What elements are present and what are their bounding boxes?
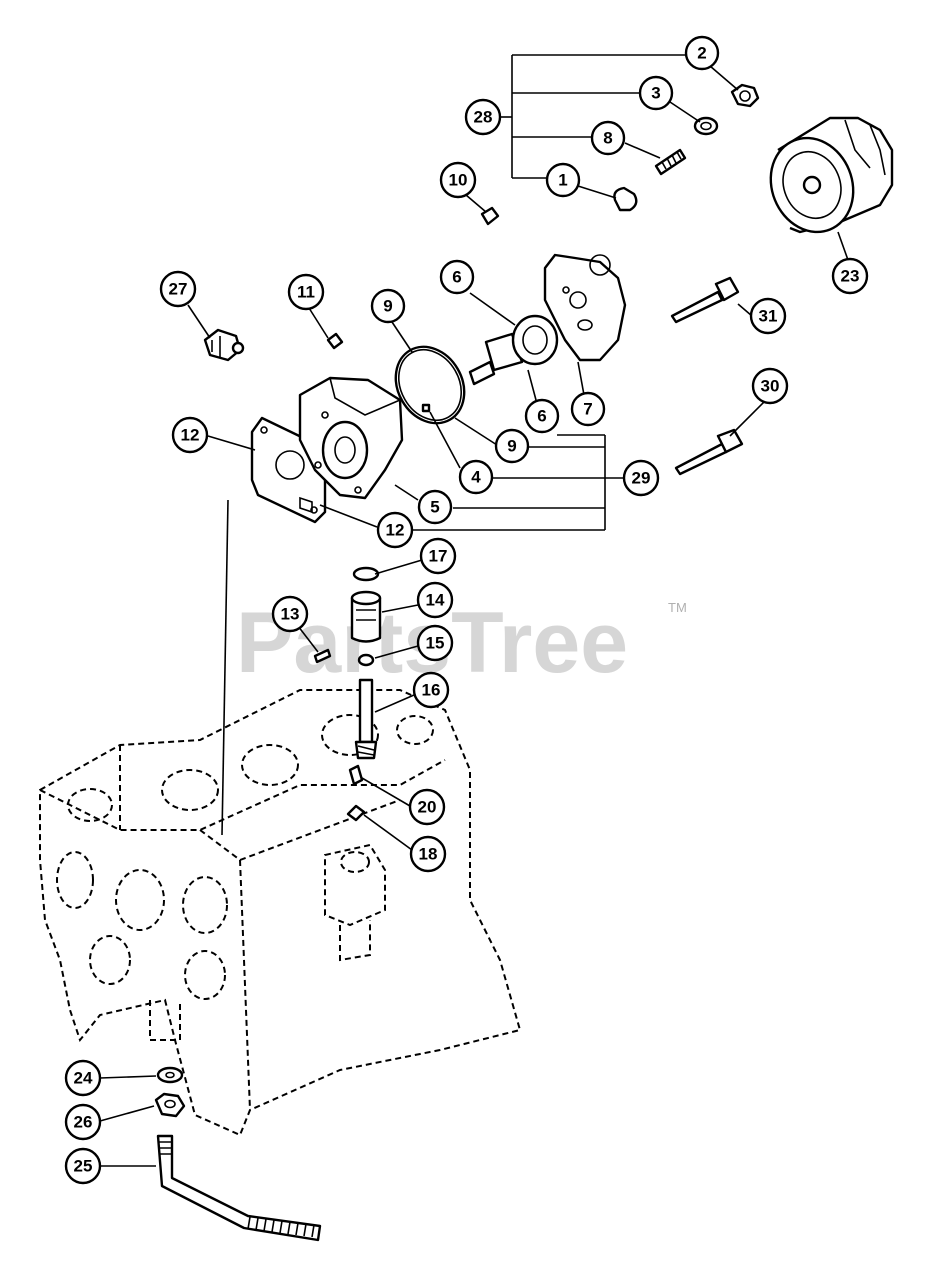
part-13-pin	[313, 648, 332, 664]
callout-12-lower[interactable]: 12	[376, 511, 414, 549]
svg-text:13: 13	[281, 605, 300, 624]
part-4-pin	[421, 403, 431, 413]
svg-text:6: 6	[452, 268, 461, 287]
part-7-pump-cover	[543, 253, 627, 362]
svg-text:17: 17	[429, 547, 448, 566]
callout-2[interactable]: 2	[684, 35, 720, 71]
callout-27[interactable]: 27	[159, 270, 197, 308]
callout-6-lower[interactable]: 6	[524, 398, 560, 434]
watermark-trademark: TM	[668, 600, 687, 615]
callout-14[interactable]: 14	[416, 581, 454, 619]
callout-15[interactable]: 15	[416, 624, 454, 662]
callout-31[interactable]: 31	[749, 297, 787, 335]
svg-text:20: 20	[418, 798, 437, 817]
part-6-rotor-shaft	[468, 314, 559, 386]
svg-text:23: 23	[841, 267, 860, 286]
callout-5[interactable]: 5	[417, 489, 453, 525]
callout-9-upper[interactable]: 9	[370, 288, 406, 324]
part-16-drive-shaft	[354, 678, 378, 760]
callout-20[interactable]: 20	[408, 788, 446, 826]
part-31-bolt	[670, 276, 740, 324]
part-23-oil-filter	[769, 116, 894, 234]
part-8-spring	[654, 148, 687, 176]
callout-13[interactable]: 13	[271, 595, 309, 633]
callout-9-lower[interactable]: 9	[494, 428, 530, 464]
callout-28[interactable]: 28	[464, 98, 502, 136]
svg-text:31: 31	[759, 307, 778, 326]
callout-6-upper[interactable]: 6	[439, 259, 475, 295]
svg-text:1: 1	[558, 171, 567, 190]
svg-text:8: 8	[603, 129, 612, 148]
alignment-line	[221, 499, 229, 836]
callout-26[interactable]: 26	[64, 1103, 102, 1141]
svg-text:5: 5	[430, 498, 439, 517]
svg-text:16: 16	[422, 681, 441, 700]
svg-text:9: 9	[507, 437, 516, 456]
part-2-cap-nut	[730, 83, 760, 108]
callout-3[interactable]: 3	[638, 75, 674, 111]
svg-text:3: 3	[651, 84, 660, 103]
svg-text:18: 18	[419, 845, 438, 864]
part-15-o-ring	[357, 653, 375, 667]
svg-text:29: 29	[632, 469, 651, 488]
part-30-bolt	[674, 428, 744, 476]
part-18-key	[346, 804, 366, 822]
callout-17[interactable]: 17	[419, 537, 457, 575]
part-20-plug	[348, 764, 364, 786]
svg-text:4: 4	[471, 468, 481, 487]
svg-text:11: 11	[297, 283, 315, 302]
svg-text:12: 12	[386, 521, 405, 540]
svg-text:25: 25	[74, 1157, 93, 1176]
callout-23[interactable]: 23	[831, 257, 869, 295]
svg-text:26: 26	[74, 1113, 93, 1132]
callout-25[interactable]: 25	[64, 1147, 102, 1185]
svg-text:24: 24	[74, 1069, 93, 1088]
svg-text:30: 30	[761, 377, 780, 396]
callout-12-upper[interactable]: 12	[171, 416, 209, 454]
leader-lines	[99, 65, 849, 1167]
svg-text:7: 7	[583, 400, 592, 419]
svg-text:27: 27	[169, 280, 188, 299]
callout-7[interactable]: 7	[570, 391, 606, 427]
svg-text:9: 9	[383, 297, 392, 316]
callout-10[interactable]: 10	[439, 161, 477, 199]
part-11-plug	[326, 332, 344, 350]
svg-text:10: 10	[449, 171, 468, 190]
svg-text:12: 12	[181, 426, 200, 445]
callout-8[interactable]: 8	[590, 120, 626, 156]
part-17-o-ring	[352, 566, 380, 582]
callout-30[interactable]: 30	[751, 367, 789, 405]
callout-18[interactable]: 18	[409, 835, 447, 873]
part-26-nut	[154, 1092, 186, 1118]
part-1-relief-valve	[613, 186, 638, 212]
part-25-stud-bolt	[156, 1134, 322, 1242]
engine-block	[39, 689, 522, 1137]
part-3-washer	[693, 116, 719, 136]
callout-16[interactable]: 16	[412, 671, 450, 709]
callout-24[interactable]: 24	[64, 1059, 102, 1097]
svg-text:15: 15	[426, 634, 445, 653]
bracket-29	[412, 434, 624, 531]
svg-text:28: 28	[474, 108, 493, 127]
part-5-pump-body	[298, 376, 404, 500]
callout-11[interactable]: 11	[287, 273, 325, 311]
svg-text:6: 6	[537, 407, 546, 426]
callout-29[interactable]: 29	[622, 459, 660, 497]
part-14-bushing	[350, 590, 382, 643]
svg-text:2: 2	[697, 44, 706, 63]
callout-4[interactable]: 4	[458, 459, 494, 495]
part-27-oil-pressure-switch	[203, 328, 245, 362]
part-24-washer	[156, 1066, 184, 1084]
svg-text:14: 14	[426, 591, 445, 610]
bracket-28	[500, 54, 686, 179]
callout-1[interactable]: 1	[545, 162, 581, 198]
